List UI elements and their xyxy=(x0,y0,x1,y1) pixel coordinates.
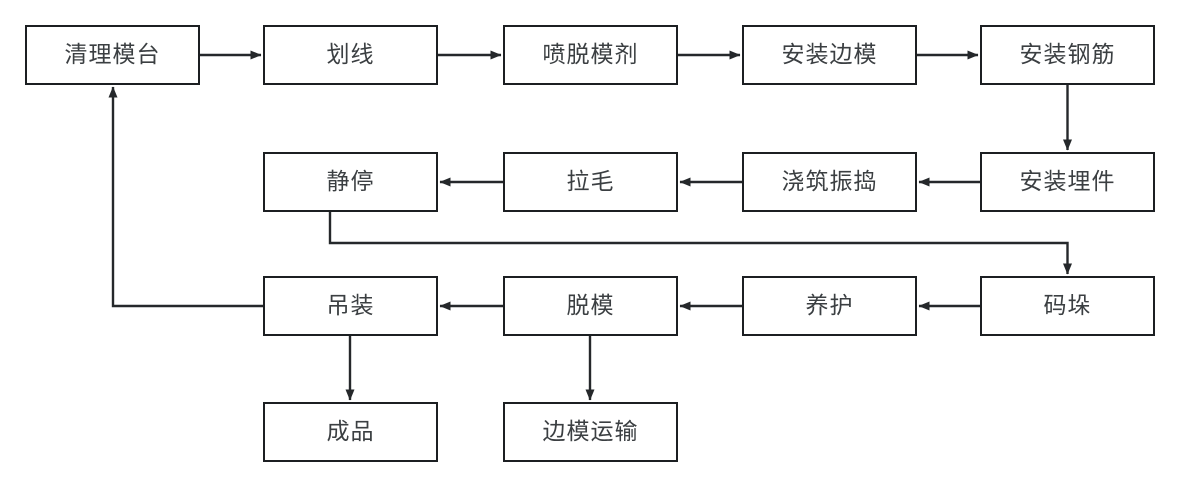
node-label: 脱模 xyxy=(566,292,615,319)
node-label: 清理模台 xyxy=(64,41,161,68)
node-label: 养护 xyxy=(805,292,854,319)
node-label: 安装埋件 xyxy=(1019,168,1116,195)
node-tuomo[interactable]: 脱模 xyxy=(503,276,678,336)
node-label: 码垛 xyxy=(1043,292,1092,319)
node-bianmoyunshu[interactable]: 边模运输 xyxy=(503,402,678,462)
node-label: 拉毛 xyxy=(566,168,615,195)
node-lamao[interactable]: 拉毛 xyxy=(503,152,678,212)
node-huaxian[interactable]: 划线 xyxy=(263,25,438,85)
node-jingting[interactable]: 静停 xyxy=(263,152,438,212)
node-label: 静停 xyxy=(326,168,375,195)
node-label: 吊装 xyxy=(326,292,375,319)
node-maduo[interactable]: 码垛 xyxy=(980,276,1155,336)
node-label: 喷脱模剂 xyxy=(542,41,639,68)
node-label: 划线 xyxy=(326,41,375,68)
edge-diaozhuang-to-qinglimotai-feedback xyxy=(108,86,263,308)
node-jiaozhuzhendao[interactable]: 浇筑振捣 xyxy=(742,152,917,212)
node-label: 成品 xyxy=(326,418,375,445)
node-diaozhuang[interactable]: 吊装 xyxy=(263,276,438,336)
node-pentuomoji[interactable]: 喷脱模剂 xyxy=(503,25,678,85)
node-anzhuangbianmo[interactable]: 安装边模 xyxy=(742,25,917,85)
edge-jingting-to-maduo xyxy=(328,212,1072,275)
node-label: 安装钢筋 xyxy=(1019,41,1116,68)
node-anzhuangmaijian[interactable]: 安装埋件 xyxy=(980,152,1155,212)
node-label: 安装边模 xyxy=(781,41,878,68)
node-label: 浇筑振捣 xyxy=(781,168,878,195)
node-qinglimotai[interactable]: 清理模台 xyxy=(25,25,200,85)
node-yanghu[interactable]: 养护 xyxy=(742,276,917,336)
node-anzhuanggangjin[interactable]: 安装钢筋 xyxy=(980,25,1155,85)
node-label: 边模运输 xyxy=(542,418,639,445)
node-chengpin[interactable]: 成品 xyxy=(263,402,438,462)
